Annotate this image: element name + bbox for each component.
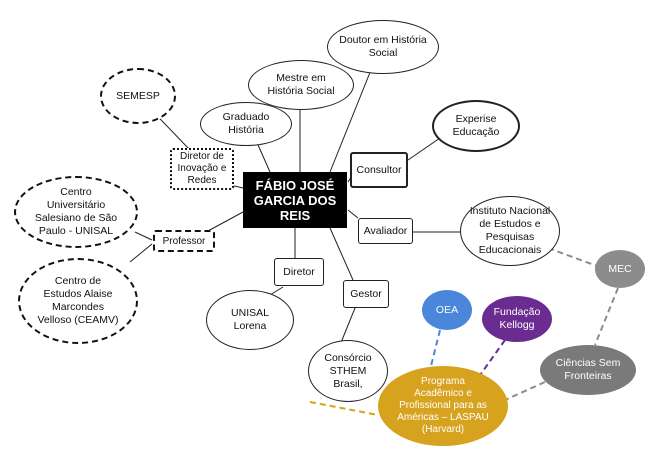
mec-node: MEC bbox=[595, 250, 645, 288]
mestre-historia-node: Mestre em História Social bbox=[248, 60, 354, 110]
consorcio-sthem-node: Consórcio STHEM Brasil, bbox=[308, 340, 388, 402]
diretor-node: Diretor bbox=[274, 258, 324, 286]
edge-center-gestor bbox=[329, 227, 354, 281]
doutor-historia-node: Doutor em História Social bbox=[327, 20, 439, 74]
semesp-node: SEMESP bbox=[100, 68, 176, 124]
edge-oea-laspau bbox=[429, 329, 441, 371]
unisal-centro-node: Centro Universitário Salesiano de São Pa… bbox=[14, 176, 138, 248]
oea-node: OEA bbox=[422, 290, 472, 330]
edge-professor-ceamv bbox=[129, 243, 153, 263]
professor-node: Professor bbox=[153, 230, 215, 252]
ceamv-node: Centro de Estudos Alaise Marcondes Vello… bbox=[18, 258, 138, 344]
unisal-lorena-node: UNISAL Lorena bbox=[206, 290, 294, 350]
edge-center-avaliador bbox=[347, 209, 359, 219]
edge-consorcio-laspau bbox=[309, 401, 379, 416]
fundacao-kellogg-node: Fundação Kellogg bbox=[482, 296, 552, 342]
laspau-node: Programa Acadêmico e Profissional para a… bbox=[378, 366, 508, 446]
gestor-node: Gestor bbox=[343, 280, 389, 308]
edge-inep-mec bbox=[547, 247, 598, 267]
edge-mec-ciencias bbox=[594, 287, 619, 346]
edge-center-doutor bbox=[329, 59, 376, 173]
avaliador-node: Avaliador bbox=[358, 218, 413, 244]
edge-professor-unisal bbox=[134, 231, 153, 241]
edge-gestor-consorcio bbox=[339, 307, 356, 346]
experise-educacao-node: Experise Educação bbox=[432, 100, 520, 152]
ciencias-sem-fronteiras-node: Ciências Sem Fronteiras bbox=[540, 345, 636, 395]
edge-kellogg-laspau bbox=[477, 339, 506, 379]
diretor-inovacao-node: Diretor de Inovação e Redes bbox=[170, 148, 234, 190]
inep-node: Instituto Nacional de Estudos e Pesquisa… bbox=[460, 196, 560, 266]
graduado-historia-node: Graduado História bbox=[200, 102, 292, 146]
center-node-fabio: FÁBIO JOSÉ GARCIA DOS REIS bbox=[243, 172, 347, 228]
edge-consultor-experise bbox=[407, 137, 441, 161]
consultor-node: Consultor bbox=[350, 152, 408, 188]
edge-ciencias-laspau bbox=[504, 381, 546, 401]
